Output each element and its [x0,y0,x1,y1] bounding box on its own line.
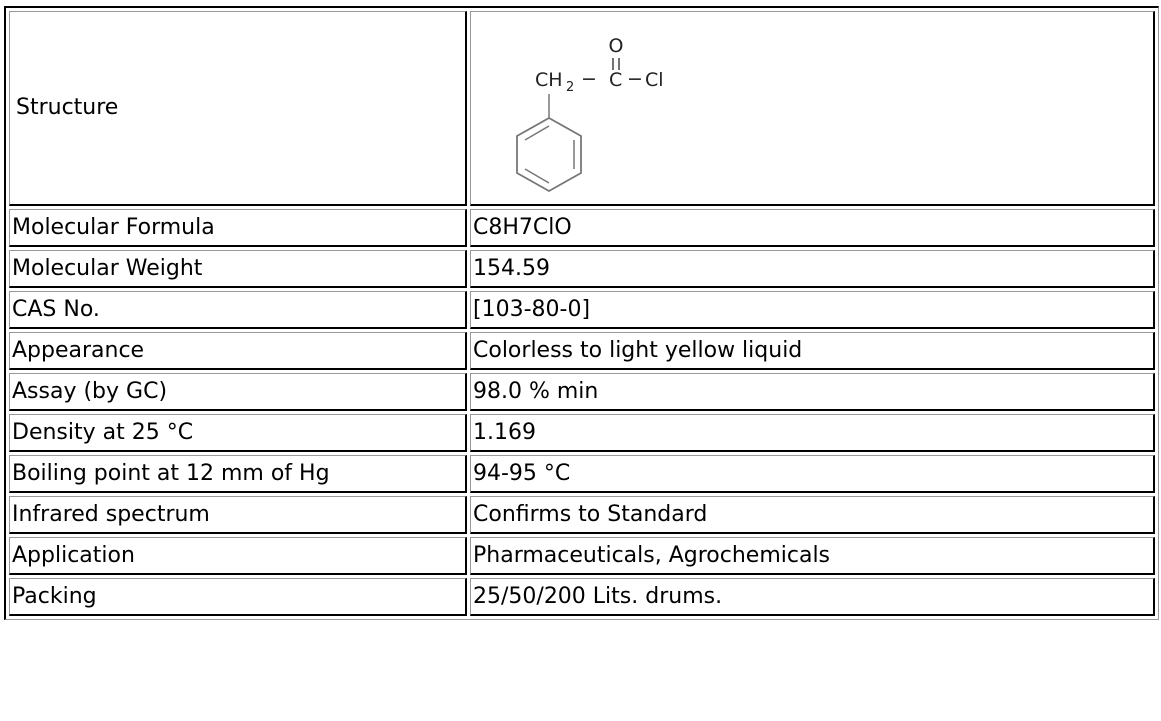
row-value: C8H7ClO [470,209,1155,247]
table-row: Appearance Colorless to light yellow liq… [9,332,1155,370]
row-label: Density at 25 °C [9,414,467,452]
row-label: Infrared spectrum [9,496,467,534]
row-value: 1.169 [470,414,1155,452]
row-label: Boiling point at 12 mm of Hg [9,455,467,493]
row-value: Colorless to light yellow liquid [470,332,1155,370]
ch-group-label: CH [535,69,563,91]
specification-table: Structure O CH 2 − C − Cl [4,6,1159,620]
row-value: 98.0 % min [470,373,1155,411]
row-label: Application [9,537,467,575]
table-row: Assay (by GC) 98.0 % min [9,373,1155,411]
row-value: 94-95 °C [470,455,1155,493]
table-row: Packing 25/50/200 Lits. drums. [9,578,1155,616]
table-row-structure: Structure O CH 2 − C − Cl [9,11,1155,206]
row-label: Packing [9,578,467,616]
table-row: Application Pharmaceuticals, Agrochemica… [9,537,1155,575]
row-value: Pharmaceuticals, Agrochemicals [470,537,1155,575]
carbon-atom-label: C [609,69,622,91]
table-row: Density at 25 °C 1.169 [9,414,1155,452]
row-label: Molecular Formula [9,209,467,247]
row-label: Molecular Weight [9,250,467,288]
row-label-structure: Structure [9,11,467,206]
table-row: Molecular Formula C8H7ClO [9,209,1155,247]
row-value: Confirms to Standard [470,496,1155,534]
row-label: Assay (by GC) [9,373,467,411]
chlorine-atom-label: Cl [645,69,664,91]
oxygen-atom-label: O [609,35,624,57]
row-label: CAS No. [9,291,467,329]
phenylacetyl-chloride-structure-icon: O CH 2 − C − Cl [516,35,664,193]
row-value: [103-80-0] [470,291,1155,329]
row-value: 25/50/200 Lits. drums. [470,578,1155,616]
bond-dash-2: − [627,68,643,90]
table-row: CAS No. [103-80-0] [9,291,1155,329]
table-row: Boiling point at 12 mm of Hg 94-95 °C [9,455,1155,493]
table-row: Molecular Weight 154.59 [9,250,1155,288]
ch-subscript-label: 2 [566,80,574,95]
row-value: 154.59 [470,250,1155,288]
structure-image-cell: O CH 2 − C − Cl [470,11,1155,206]
row-label: Appearance [9,332,467,370]
bond-dash-1: − [581,68,597,90]
table-row: Infrared spectrum Confirms to Standard [9,496,1155,534]
